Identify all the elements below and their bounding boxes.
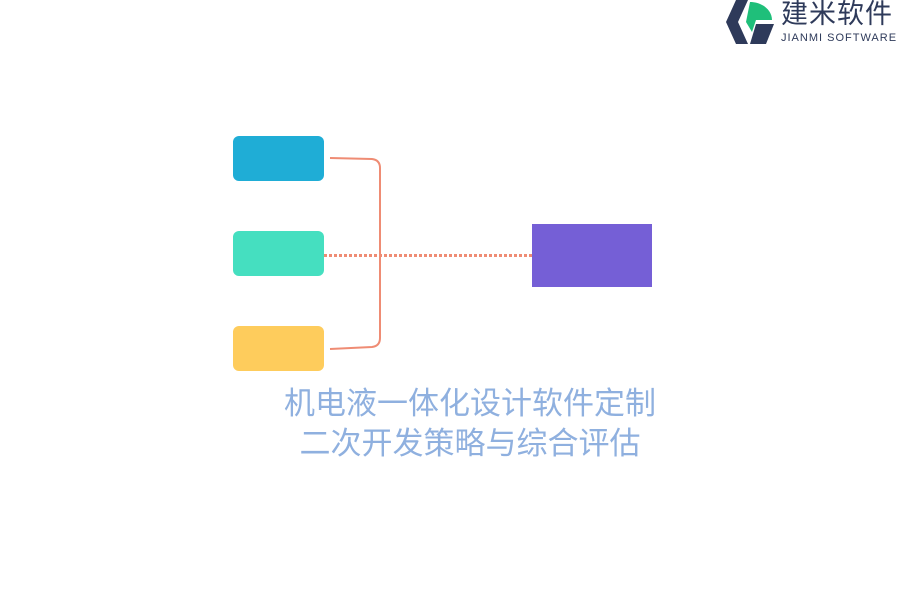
source-box-blue bbox=[233, 136, 324, 181]
target-box-purple bbox=[532, 224, 652, 287]
bracket-line bbox=[329, 157, 381, 350]
logo-name-en: JIANMI SOFTWARE bbox=[781, 32, 898, 44]
source-box-teal bbox=[233, 231, 324, 276]
caption: 机电液一体化设计软件定制 二次开发策略与综合评估 bbox=[150, 384, 790, 464]
jianmi-logo: 建米软件 JIANMI SOFTWARE bbox=[726, 0, 900, 48]
caption-line-2: 二次开发策略与综合评估 bbox=[299, 426, 641, 462]
caption-line-1: 机电液一体化设计软件定制 bbox=[284, 386, 656, 422]
logo-name-cn: 建米软件 bbox=[781, 0, 893, 30]
source-box-yellow bbox=[233, 326, 324, 371]
jianmi-logo-icon bbox=[726, 0, 774, 44]
